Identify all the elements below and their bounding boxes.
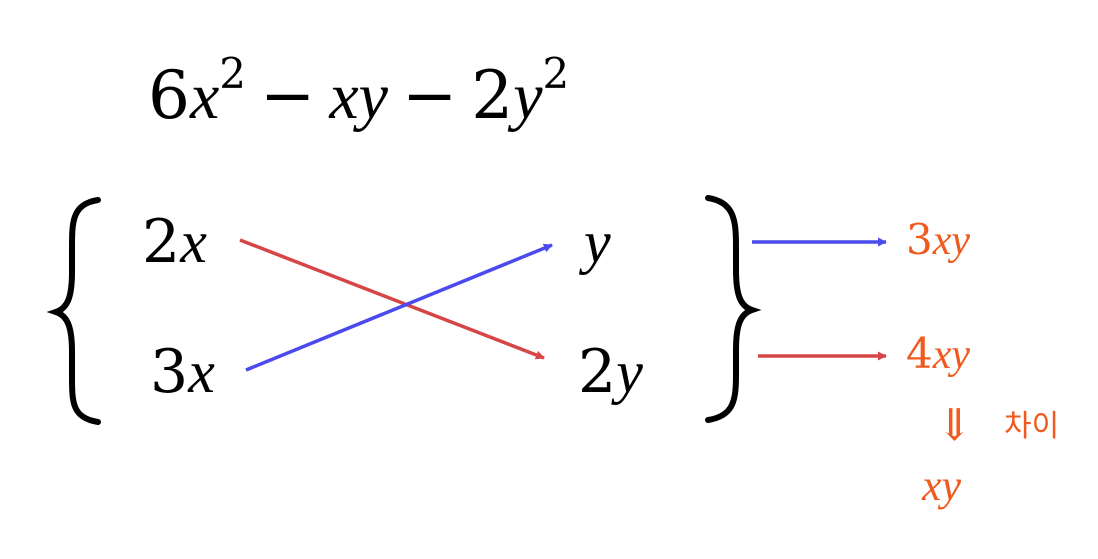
expr-exponent-a: 2 bbox=[219, 49, 246, 98]
factor-left-bottom: 3x bbox=[150, 337, 215, 407]
expr-minus-1: − bbox=[260, 57, 315, 134]
expr-var-y: y bbox=[507, 60, 543, 133]
expr-coef-c: 2 bbox=[471, 57, 513, 134]
expr-minus-2: − bbox=[402, 57, 457, 134]
factor-left-bottom-var: x bbox=[187, 339, 215, 405]
expr-var-x: x bbox=[189, 60, 219, 133]
factor-left-top-var: x bbox=[179, 209, 207, 275]
polynomial-expression: 6x2−xy−2y2 bbox=[148, 49, 569, 134]
factor-left-bottom-coef: 3 bbox=[150, 337, 188, 407]
product-top: 3xy bbox=[906, 215, 970, 264]
expr-middle-term: xy bbox=[328, 60, 388, 133]
right-brace bbox=[705, 195, 762, 423]
factor-left-top-coef: 2 bbox=[142, 207, 180, 277]
left-brace bbox=[46, 197, 101, 425]
product-top-var: xy bbox=[932, 218, 971, 264]
factor-right-top: y bbox=[578, 209, 611, 275]
expr-exponent-c: 2 bbox=[543, 49, 570, 98]
product-bottom-coef: 4 bbox=[906, 329, 933, 378]
factor-right-bottom: 2y bbox=[578, 337, 643, 407]
product-bottom: 4xy bbox=[906, 329, 970, 378]
factor-left-top: 2x bbox=[142, 207, 207, 277]
expr-coef-a: 6 bbox=[148, 57, 190, 134]
cross-arrow-red bbox=[239, 238, 545, 360]
factor-right-bottom-var: y bbox=[610, 339, 643, 405]
cross-arrow-blue bbox=[245, 243, 553, 372]
product-top-coef: 3 bbox=[906, 215, 933, 264]
difference-label: 차이 bbox=[1004, 409, 1059, 444]
factor-right-top-var: y bbox=[578, 209, 611, 275]
down-double-arrow-icon: ⇓ bbox=[936, 400, 973, 451]
factor-right-bottom-coef: 2 bbox=[578, 337, 616, 407]
product-bottom-var: xy bbox=[932, 332, 971, 378]
difference-result: xy bbox=[921, 461, 962, 510]
